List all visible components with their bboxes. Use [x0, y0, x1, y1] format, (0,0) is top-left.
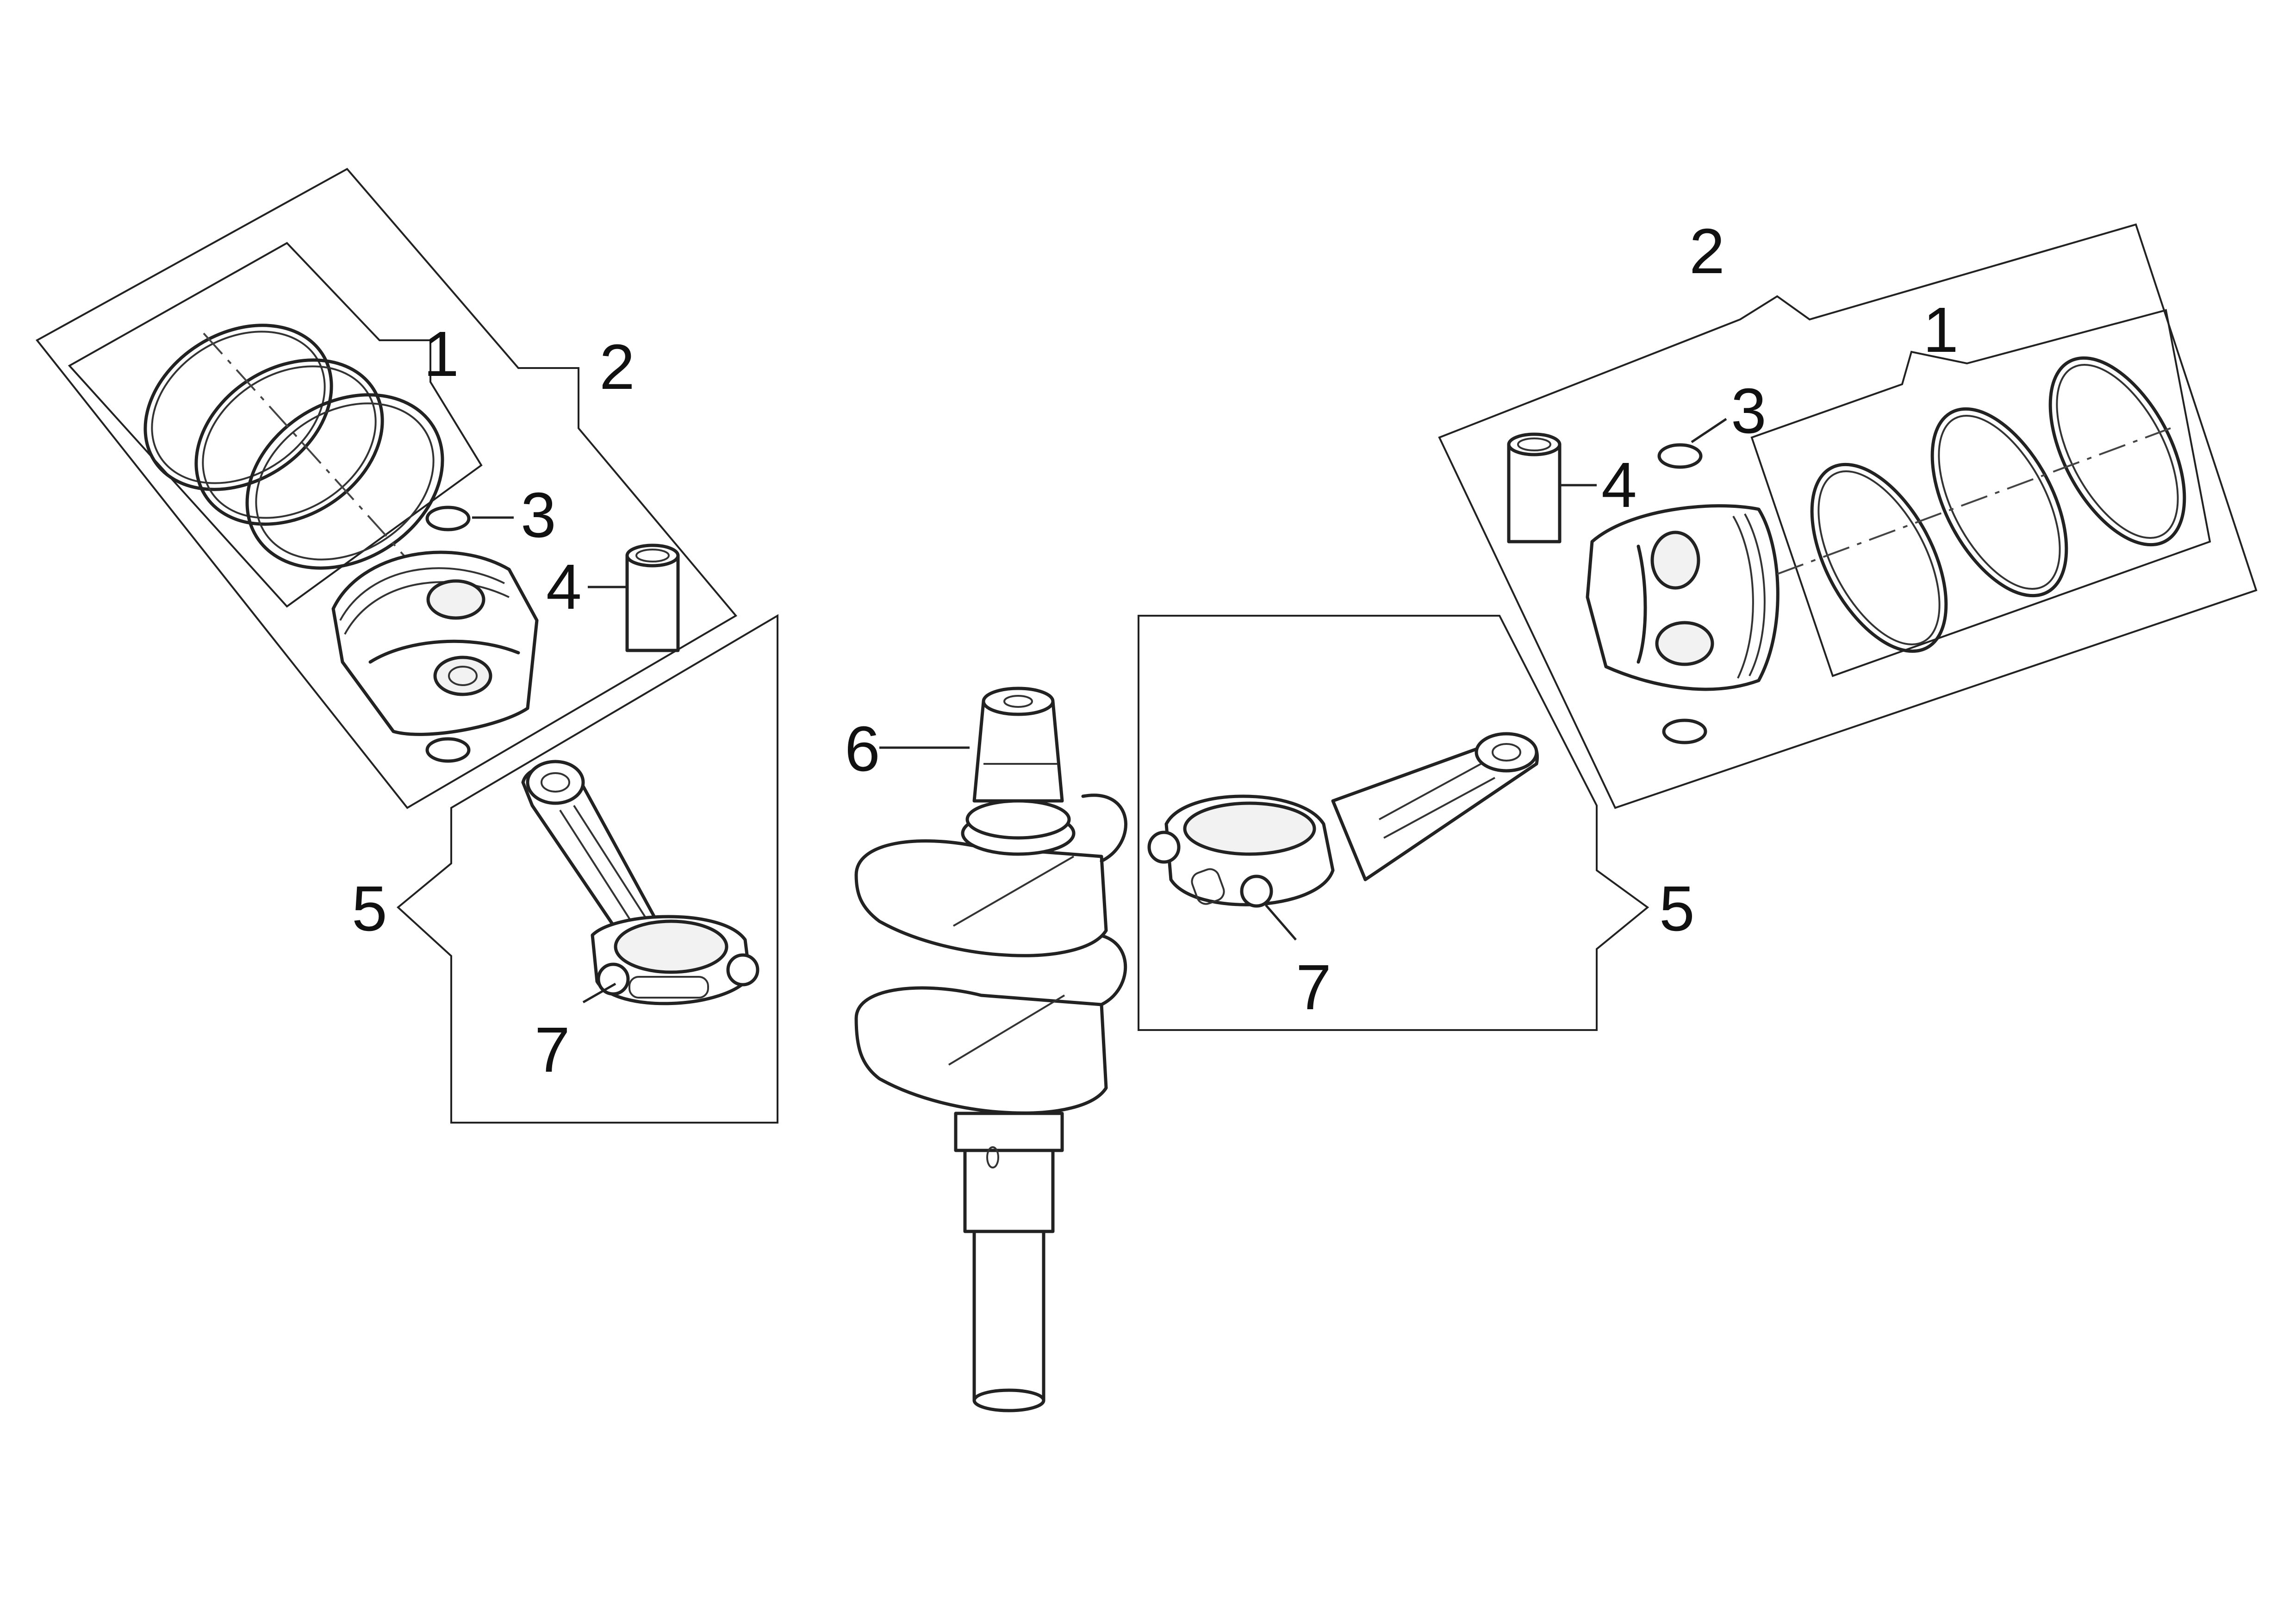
right-piston-assembly-frame: [1438, 223, 2258, 809]
right-piston-pin: [1507, 432, 1562, 543]
crankshaft: [854, 687, 1127, 1412]
left-circlip-lower: [425, 737, 471, 763]
left-conrod-frame: [396, 614, 778, 1124]
left-conrod-group: [396, 614, 778, 1124]
right-piston-group: [1438, 223, 2258, 809]
left-ring-set-frame: [68, 242, 483, 608]
callout-left-ring-set: 1: [423, 319, 459, 390]
left-piston: [331, 550, 539, 736]
callout-right-connecting-rod-assembly: 5: [1659, 873, 1695, 944]
callout-left-rod-bolt: 7: [535, 1014, 570, 1086]
right-circlip-upper: [1657, 443, 1703, 469]
left-piston-group: [35, 168, 738, 809]
left-piston-pin: [625, 543, 680, 652]
callout-left-piston-assembly: 2: [599, 331, 635, 403]
callout-left-circlip: 3: [521, 480, 556, 551]
callout-crankshaft: 6: [845, 713, 880, 785]
callout-right-piston-assembly: 2: [1689, 216, 1725, 287]
left-connecting-rod: [521, 760, 759, 1006]
left-circlip-upper: [425, 506, 471, 531]
right-ring-set-frame: [1750, 309, 2211, 677]
right-conrod-group: [1138, 615, 1649, 1031]
right-piston: [1586, 504, 1780, 691]
callout-right-ring-set: 1: [1923, 294, 1959, 366]
left-piston-rings: [143, 324, 459, 617]
left-piston-assembly-frame: [35, 168, 738, 809]
right-connecting-rod: [1147, 732, 1539, 908]
right-conrod-frame: [1138, 615, 1649, 1031]
callout-right-circlip: 3: [1731, 375, 1767, 447]
callout-numbers: 1 2 3 4 5 7 6 7 5 4 3 2 1: [352, 216, 1959, 1086]
callout-left-piston-pin: 4: [546, 551, 582, 623]
callout-right-piston-pin: 4: [1601, 450, 1637, 521]
right-piston-rings: [1777, 356, 2186, 653]
right-circlip-lower: [1662, 718, 1707, 744]
callout-left-connecting-rod-assembly: 5: [352, 873, 387, 944]
callout-right-rod-bolt: 7: [1296, 952, 1332, 1023]
